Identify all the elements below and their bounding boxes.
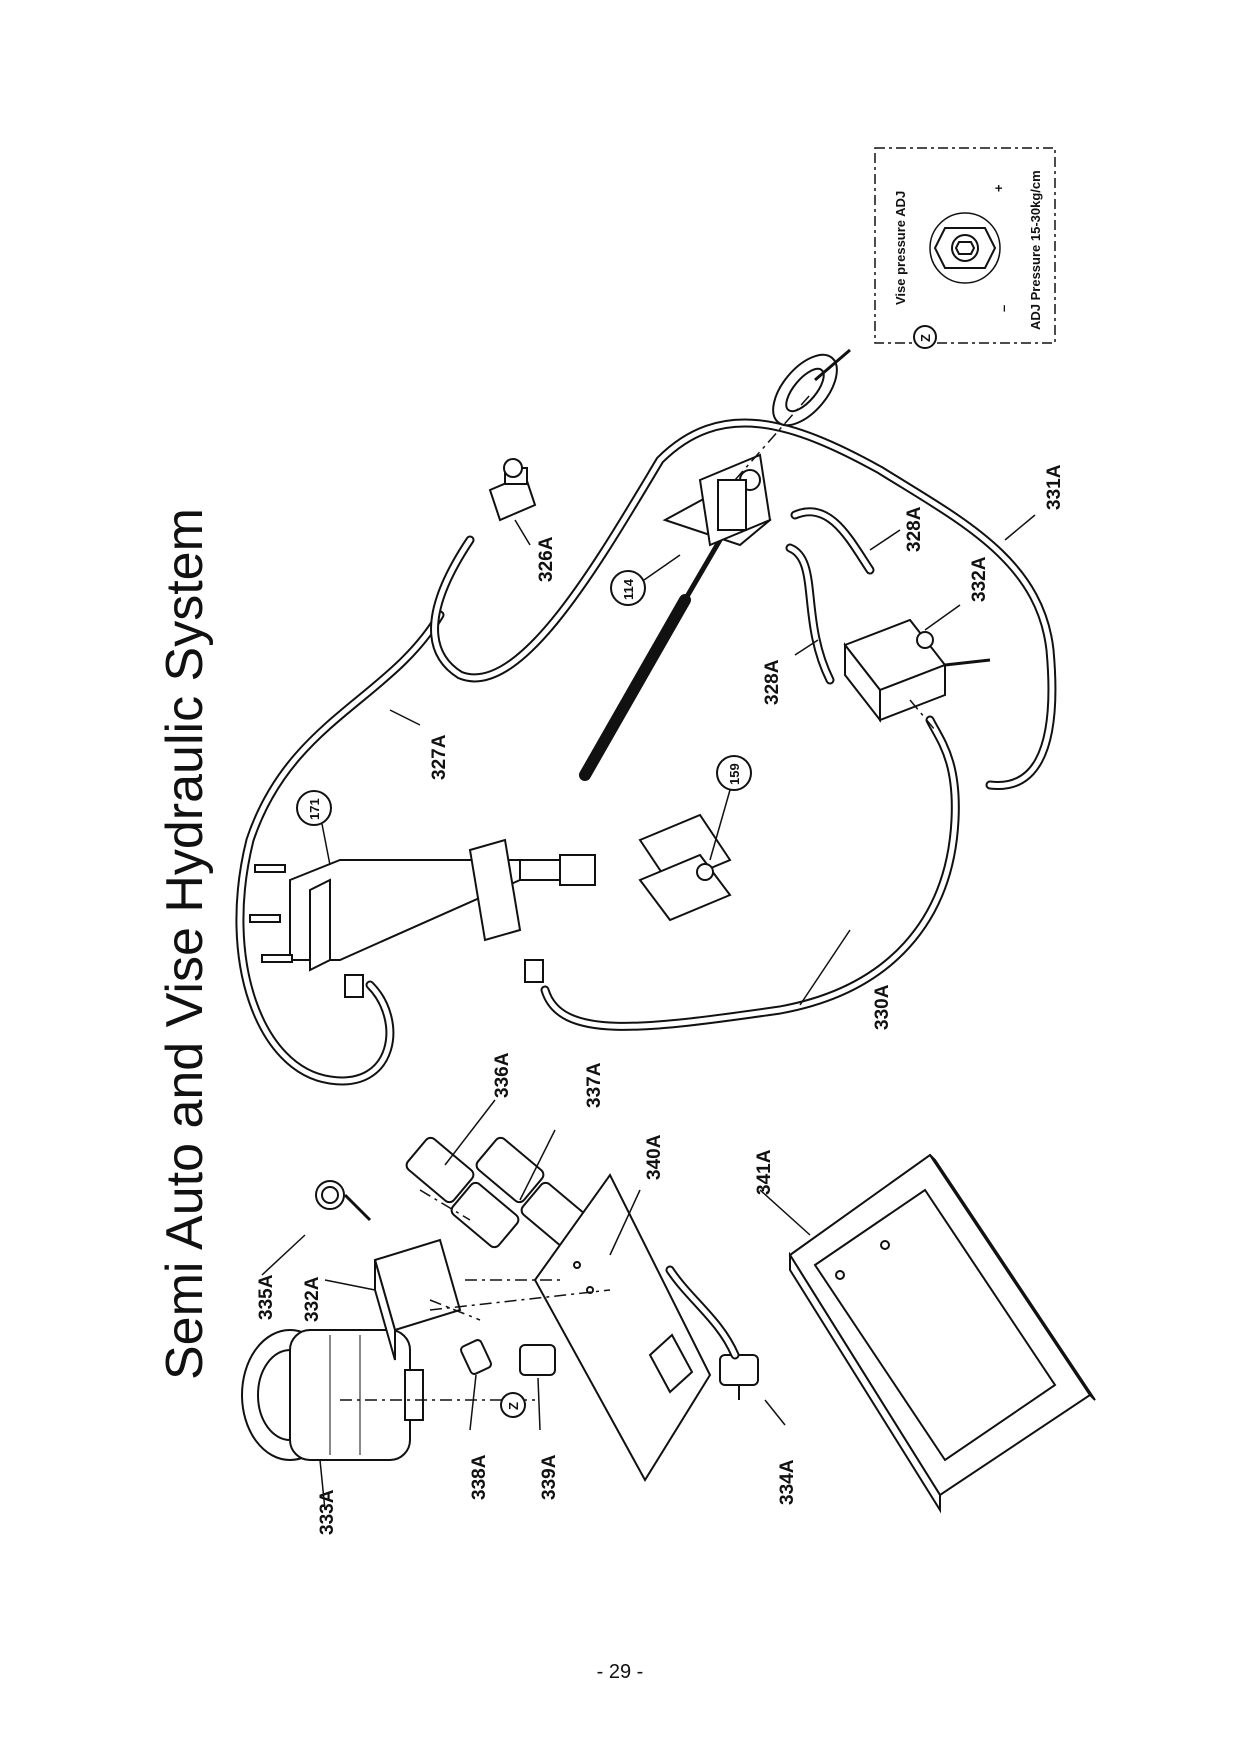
detail-pressure: ADJ Pressure 15-30kg/cm <box>1028 170 1043 330</box>
callout-340a: 340A <box>644 1134 665 1180</box>
callout-334a: 334A <box>777 1459 798 1505</box>
solenoid-valve-336a <box>405 1136 520 1249</box>
svg-text:Z: Z <box>506 1402 521 1410</box>
hose-328a-upper <box>790 507 875 575</box>
svg-text:171: 171 <box>307 798 322 820</box>
callout-335a: 335A <box>256 1274 277 1320</box>
centerline-manifold-right <box>909 699 936 731</box>
centerline-gauge <box>419 1189 471 1221</box>
callout-330a: 330A <box>872 984 893 1030</box>
manifold-block-right <box>843 618 991 723</box>
svg-text:159: 159 <box>727 763 742 785</box>
ref-circle-171: 171 <box>296 790 332 826</box>
callout-331a: 331A <box>1044 464 1065 510</box>
centerline-valves <box>429 1289 611 1311</box>
electric-motor <box>241 1329 424 1461</box>
adjustment-knob-icon <box>929 212 1001 284</box>
callout-332a-right: 332A <box>969 556 990 602</box>
centerline-solenoid <box>429 1299 481 1321</box>
callout-333a: 333A <box>317 1489 338 1535</box>
hose-330a <box>540 715 960 1031</box>
handwheel <box>772 348 851 427</box>
manifold-block-left <box>315 1180 462 1361</box>
lead-screw <box>579 453 772 781</box>
ref-circle-114: 114 <box>610 570 646 606</box>
callout-341a: 341A <box>754 1149 775 1195</box>
suction-strainer-334a <box>665 1265 759 1400</box>
ref-circle-159: 159 <box>716 755 752 791</box>
callout-332a-left: 332A <box>302 1276 323 1322</box>
page-number: - 29 - <box>597 1661 644 1683</box>
leader-171 <box>321 823 331 866</box>
detail-plus: + <box>991 184 1006 192</box>
centerline-handwheel <box>734 394 811 481</box>
detail-heading: Vise pressure ADJ <box>893 191 908 305</box>
mounting-plate <box>533 1173 712 1482</box>
callout-337a: 337A <box>584 1062 605 1108</box>
oil-tank <box>788 1153 1096 1514</box>
svg-text:Z: Z <box>918 334 933 342</box>
page-title: Semi Auto and Vise Hydraulic System <box>156 508 214 1380</box>
fitting-338a <box>460 1339 492 1375</box>
callout-328a-lower: 328A <box>762 659 783 705</box>
clevis <box>638 853 732 922</box>
callout-336a: 336A <box>492 1052 513 1098</box>
hose-327a <box>235 610 445 1086</box>
detail-box-vise-pressure: Vise pressure ADJ ADJ Pressure 15-30kg/c… <box>874 147 1056 349</box>
callout-339a: 339A <box>539 1454 560 1500</box>
callout-326a: 326A <box>536 536 557 582</box>
hose-326a-loop <box>430 418 1057 791</box>
leader-114 <box>643 554 681 581</box>
ref-circle-z-main: Z <box>500 1392 526 1418</box>
detail-minus: – <box>996 305 1011 312</box>
ref-circle-z-detail: Z <box>913 325 937 349</box>
svg-text:114: 114 <box>621 578 636 600</box>
valve-326a <box>488 458 537 522</box>
hydraulic-cylinder <box>249 813 732 998</box>
callout-328a-upper: 328A <box>904 506 925 552</box>
callout-327a: 327A <box>429 734 450 780</box>
callout-338a: 338A <box>469 1454 490 1500</box>
filter-339a <box>519 1344 556 1376</box>
leader-159 <box>709 789 731 861</box>
hose-328a-lower <box>785 543 835 685</box>
leader-lines <box>261 514 1036 1511</box>
